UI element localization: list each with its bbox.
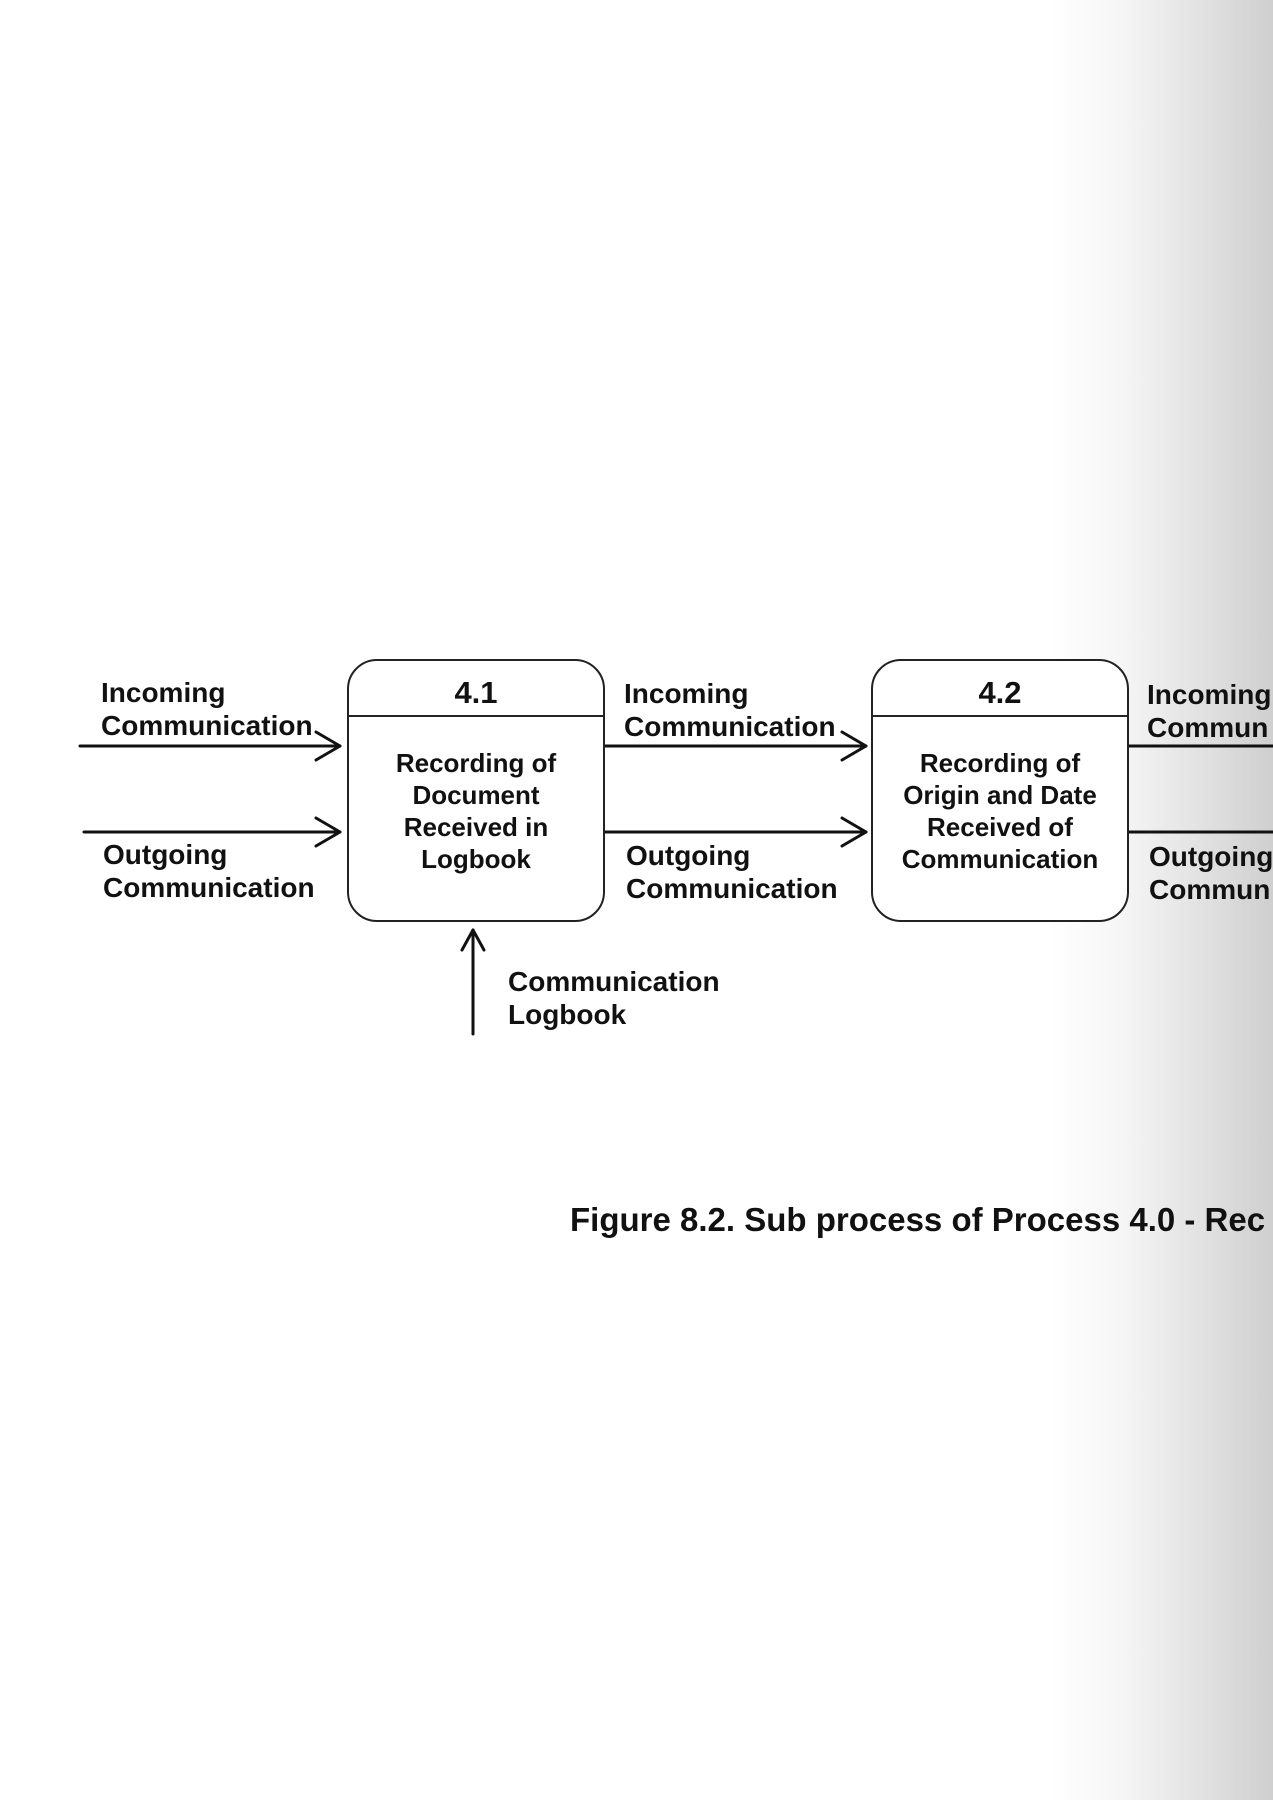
flow-label-outgoing-out: Outgoing Commun: [1149, 841, 1273, 905]
flow-label-incoming-in: Incoming Communication: [101, 677, 313, 741]
arrowhead: [314, 730, 342, 762]
process-id: 4.1: [349, 661, 603, 717]
arrowhead: [840, 816, 868, 848]
process-4-2: 4.2 Recording of Origin and Date Receive…: [871, 659, 1129, 922]
process-4-1: 4.1 Recording of Document Received in Lo…: [347, 659, 605, 922]
process-name: Recording of Document Received in Logboo…: [395, 748, 557, 874]
flow-label-logbook: Communication Logbook: [508, 966, 720, 1030]
arrowhead: [840, 730, 868, 762]
arrowhead: [460, 928, 486, 952]
flow-label-outgoing-in: Outgoing Communication: [103, 839, 315, 903]
figure-caption: Figure 8.2. Sub process of Process 4.0 -…: [570, 1201, 1266, 1238]
flow-label-outgoing-mid: Outgoing Communication: [626, 840, 838, 904]
process-id: 4.2: [873, 661, 1127, 717]
flow-label-incoming-out: Incoming Commun: [1147, 679, 1272, 743]
arrowhead: [314, 816, 342, 848]
process-name: Recording of Origin and Date Received of…: [901, 748, 1099, 874]
flow-label-incoming-mid: Incoming Communication: [624, 678, 836, 742]
